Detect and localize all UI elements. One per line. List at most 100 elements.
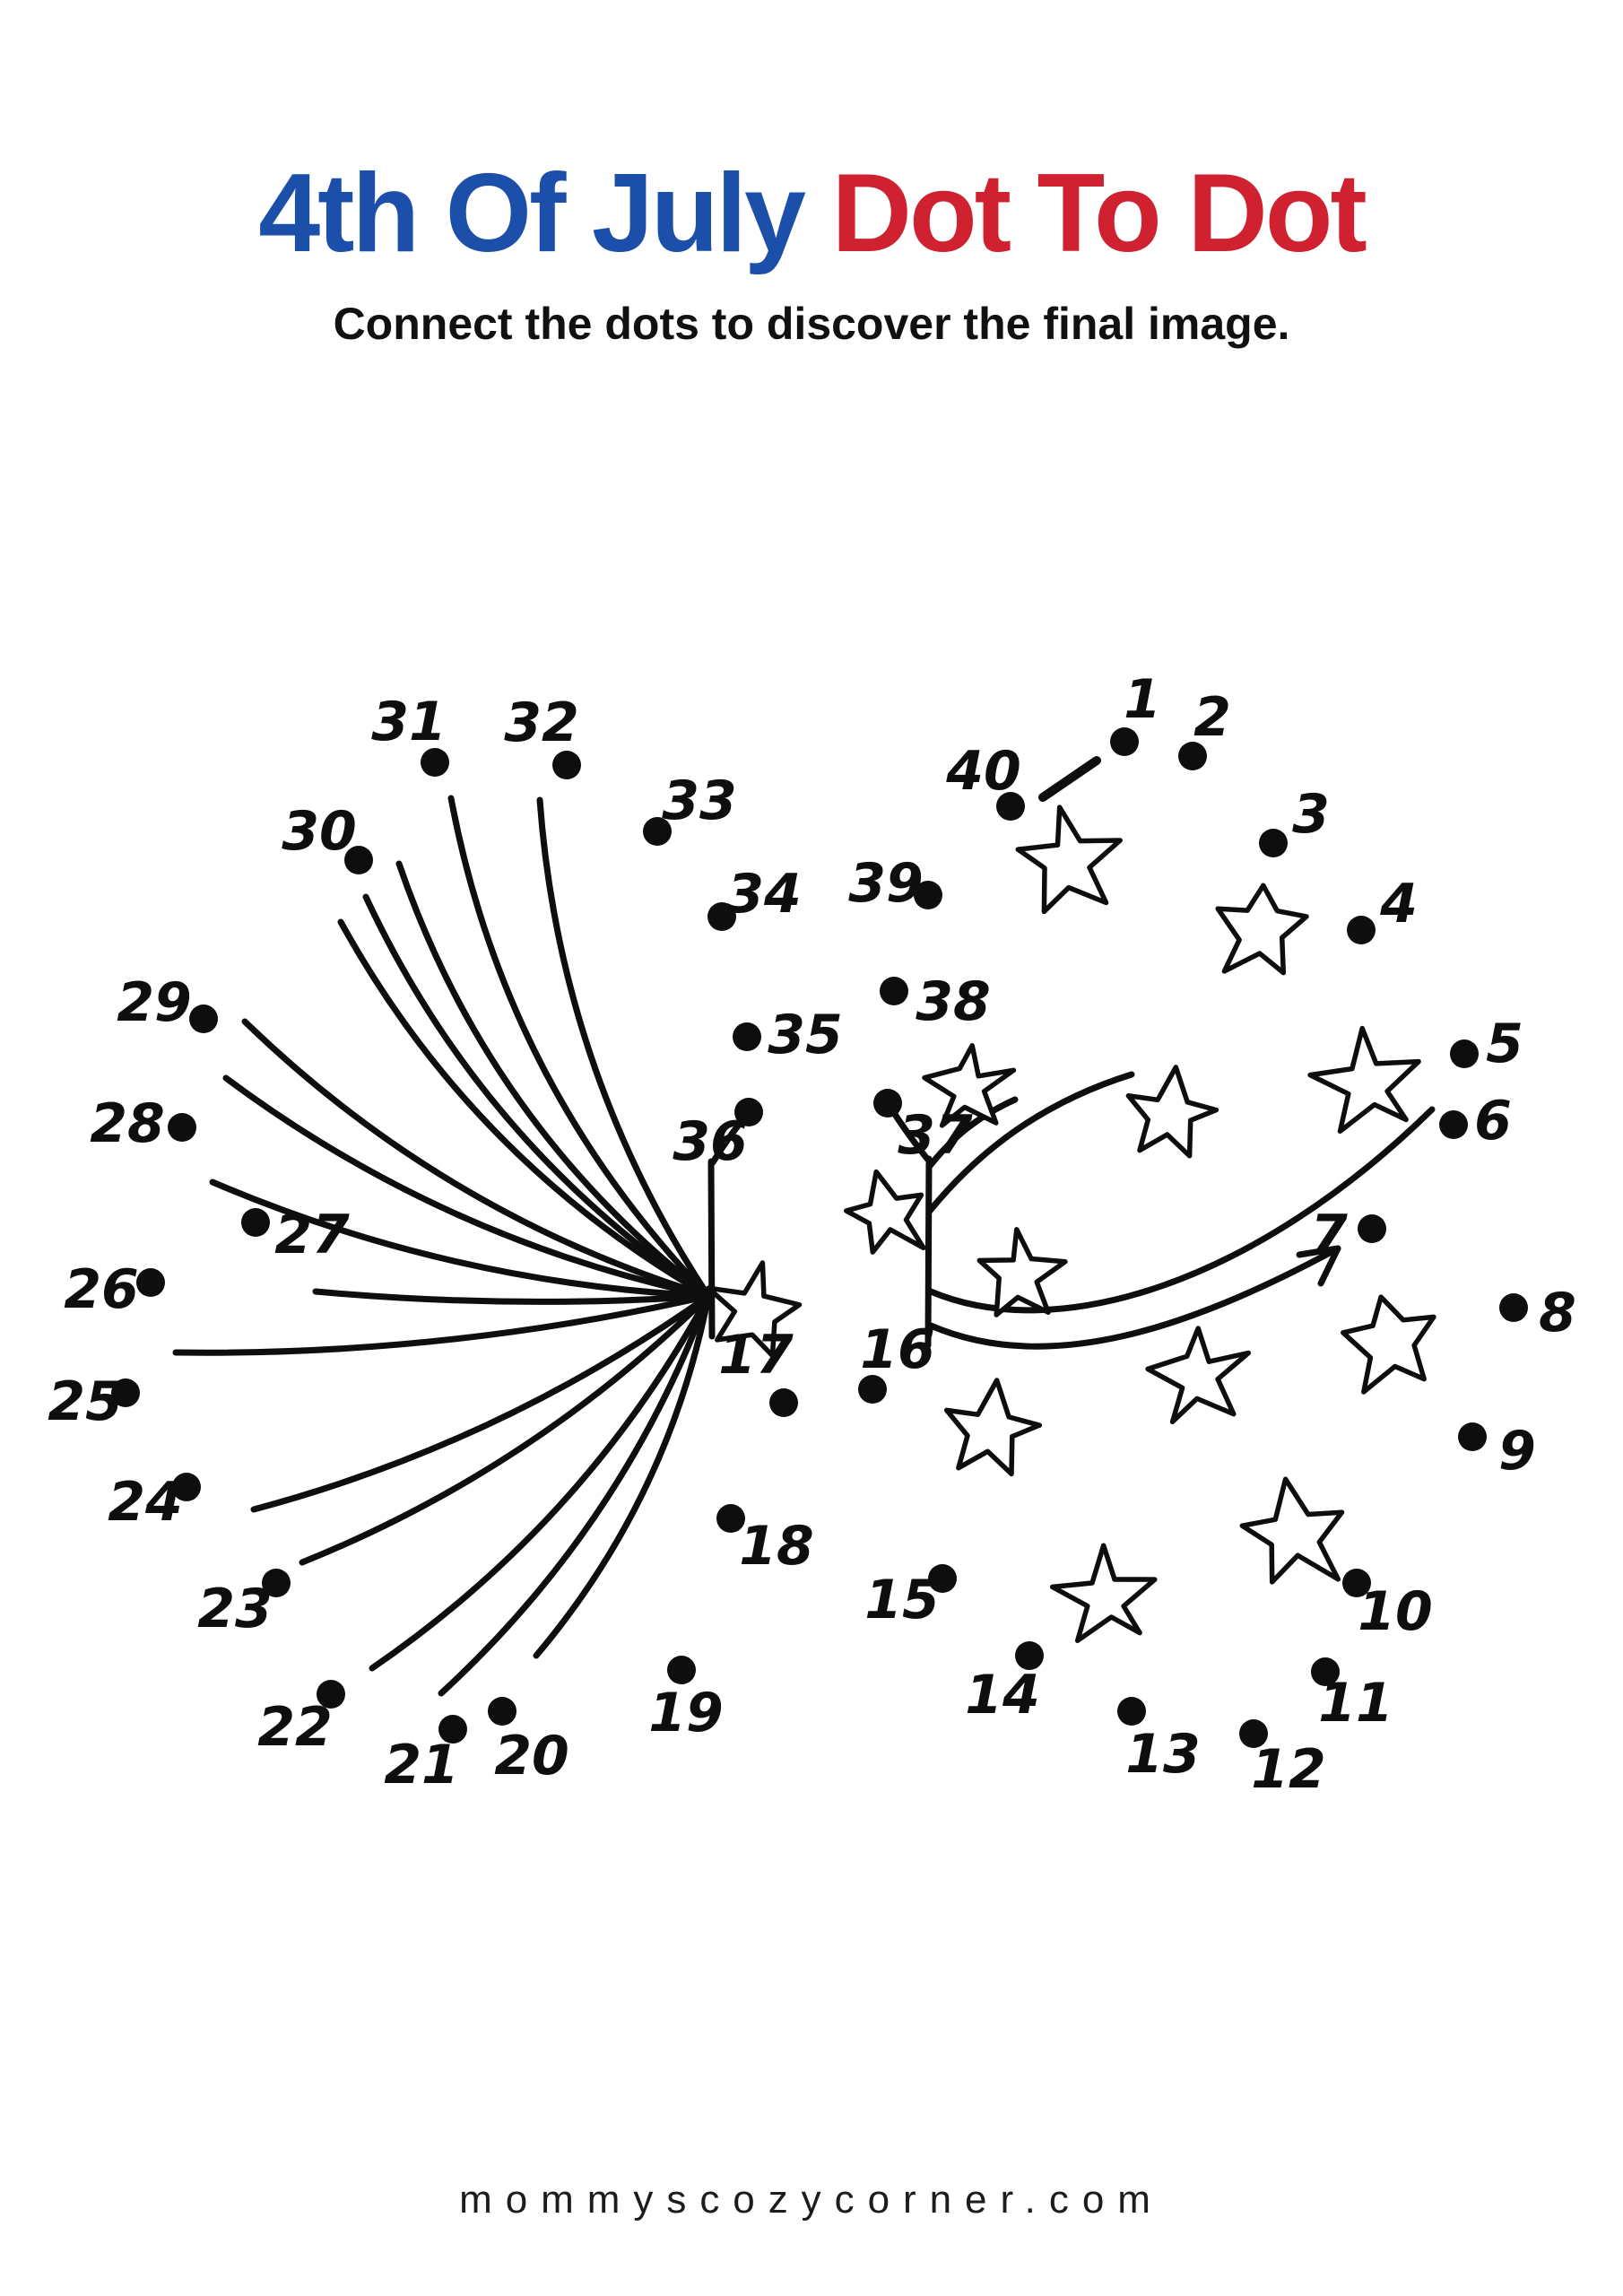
puzzle-dot-8 <box>1499 1293 1528 1322</box>
firework-ray <box>438 1292 712 1697</box>
header: 4th Of July Dot To Dot Connect the dots … <box>0 152 1623 350</box>
dot-number-27: 27 <box>274 1204 350 1266</box>
star-shape <box>1049 1543 1158 1644</box>
dot-number-20: 20 <box>494 1725 569 1787</box>
subtitle: Connect the dots to discover the final i… <box>333 299 1290 350</box>
puzzle-dot-31 <box>421 748 449 777</box>
firework-ray <box>447 795 712 1300</box>
puzzle-dot-28 <box>168 1113 196 1142</box>
puzzle-dot-33 <box>643 817 672 846</box>
dot-number-17: 17 <box>718 1324 794 1387</box>
arrowhead <box>1296 1245 1341 1287</box>
right-arrow-curve <box>927 1245 1341 1350</box>
puzzle-dot-34 <box>707 902 736 931</box>
dot-number-12: 12 <box>1251 1738 1326 1801</box>
puzzle-dot-17 <box>769 1388 798 1417</box>
puzzle-dot-21 <box>438 1715 467 1744</box>
firework-ray <box>312 1288 712 1305</box>
dot-number-30: 30 <box>282 800 357 863</box>
firework-ray <box>395 860 712 1300</box>
dot-number-11: 11 <box>1318 1672 1393 1735</box>
dot-number-4: 4 <box>1379 873 1418 935</box>
dot-number-5: 5 <box>1486 1013 1523 1075</box>
dot-number-32: 32 <box>504 691 579 754</box>
firework-ray <box>362 893 712 1300</box>
firework-ray <box>337 918 712 1300</box>
puzzle-dot-26 <box>136 1268 165 1297</box>
dot-number-40: 40 <box>945 740 1021 803</box>
star-shape <box>843 1169 926 1255</box>
dot-number-31: 31 <box>371 691 447 753</box>
dot-number-23: 23 <box>197 1578 273 1640</box>
puzzle-dot-5 <box>1450 1039 1479 1068</box>
puzzle-dot-2 <box>1178 742 1207 770</box>
star-shape <box>976 1227 1068 1318</box>
sample-line-40-1 <box>1038 756 1101 802</box>
dot-number-29: 29 <box>117 971 192 1034</box>
dot-number-8: 8 <box>1539 1282 1576 1344</box>
puzzle-dot-24 <box>172 1473 201 1501</box>
dot-number-15: 15 <box>864 1569 940 1631</box>
star-shape <box>1239 1476 1345 1585</box>
dot-number-33: 33 <box>662 770 737 832</box>
right-stem <box>924 1155 933 1349</box>
dot-number-22: 22 <box>257 1696 333 1759</box>
dot-number-35: 35 <box>768 1004 843 1066</box>
puzzle-dot-20 <box>488 1697 516 1726</box>
puzzle-dot-38 <box>880 977 908 1005</box>
firework-ray <box>241 1018 712 1300</box>
dot-number-13: 13 <box>1125 1723 1201 1786</box>
star-shape <box>1215 883 1309 976</box>
firework-ray <box>222 1074 712 1300</box>
firework-ray <box>250 1292 712 1513</box>
right-sweep <box>927 1106 1436 1314</box>
right-branch-a <box>926 1071 1135 1214</box>
star-shape <box>1015 804 1123 915</box>
dot-number-19: 19 <box>648 1682 724 1744</box>
puzzle-dot-22 <box>317 1680 345 1709</box>
puzzle-dot-39 <box>914 881 942 909</box>
dot-number-7: 7 <box>1310 1204 1348 1266</box>
title-part-july: 4th Of July <box>258 152 832 275</box>
dot-number-2: 2 <box>1193 686 1231 749</box>
puzzle-dot-35 <box>733 1022 761 1051</box>
dot-number-39: 39 <box>848 852 924 915</box>
puzzle-dot-37 <box>873 1089 902 1118</box>
puzzle-dot-4 <box>1347 916 1376 944</box>
star-shape <box>1307 1025 1421 1135</box>
puzzle-dot-12 <box>1239 1719 1268 1748</box>
puzzle-dot-1 <box>1110 727 1139 756</box>
dot-number-9: 9 <box>1498 1420 1536 1483</box>
footer: mommyscozycorner.com <box>0 2178 1623 2222</box>
puzzle-dot-18 <box>716 1504 745 1533</box>
firework-ray <box>299 1292 712 1566</box>
puzzle-dot-16 <box>858 1375 887 1404</box>
dot-number-18: 18 <box>739 1515 814 1578</box>
right-branch-b <box>926 1096 1019 1170</box>
puzzle-dot-30 <box>344 846 373 874</box>
dot-number-24: 24 <box>108 1471 183 1534</box>
star-shape <box>943 1378 1043 1477</box>
dot-number-36: 36 <box>673 1110 748 1173</box>
puzzle-dot-40 <box>996 792 1025 821</box>
puzzle-dot-23 <box>262 1569 291 1597</box>
dot-number-37: 37 <box>898 1104 973 1167</box>
puzzle-dot-13 <box>1117 1697 1146 1726</box>
star-shape <box>1125 1065 1219 1159</box>
puzzle-dot-27 <box>241 1208 270 1237</box>
puzzle-dot-19 <box>667 1656 696 1684</box>
page-title: 4th Of July Dot To Dot <box>0 152 1623 274</box>
footer-url: mommyscozycorner.com <box>459 2178 1164 2222</box>
dot-number-28: 28 <box>90 1092 165 1155</box>
dot-number-3: 3 <box>1292 783 1330 846</box>
firework-ray <box>369 1292 712 1672</box>
dot-number-10: 10 <box>1358 1580 1433 1643</box>
dot-number-26: 26 <box>64 1258 139 1321</box>
firework-ray <box>536 796 712 1300</box>
dot-number-34: 34 <box>726 863 802 926</box>
dot-number-6: 6 <box>1474 1090 1512 1152</box>
firework-ray <box>209 1178 712 1300</box>
puzzle-dot-36 <box>734 1098 763 1126</box>
